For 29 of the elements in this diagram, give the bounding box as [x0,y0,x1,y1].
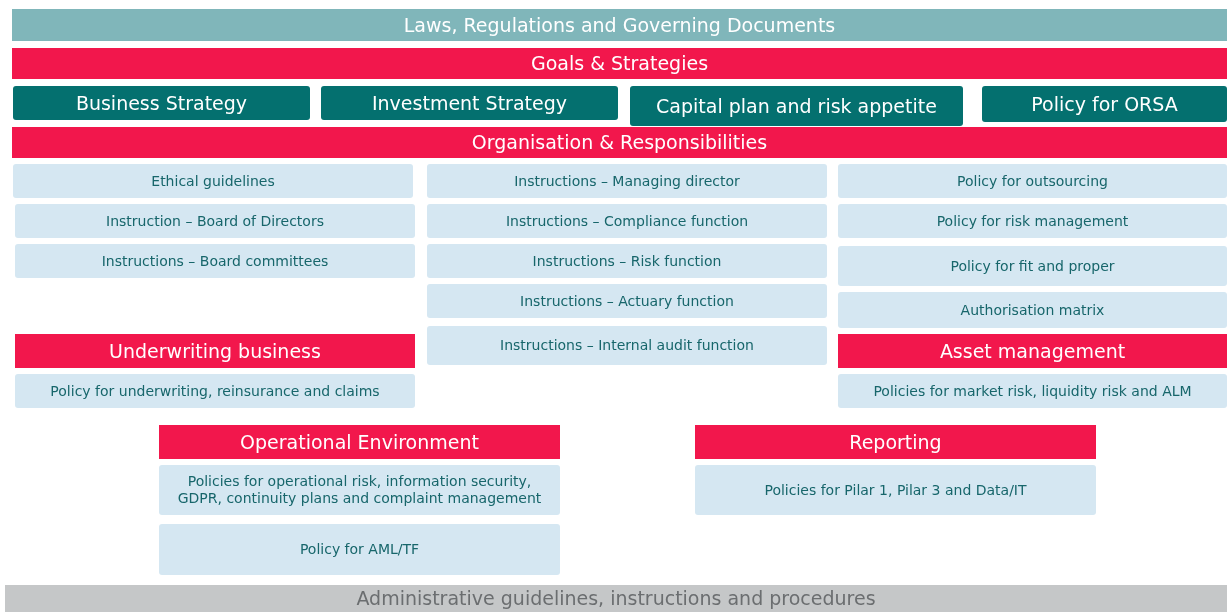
policy-box: Instructions – Internal audit function [427,326,827,365]
section-header: Asset management [838,334,1227,368]
policy-box: Instructions – Actuary function [427,284,827,318]
policy-box: Policy for risk management [838,204,1227,238]
policy-box: Instructions – Board committees [15,244,415,278]
policy-box: Authorisation matrix [838,292,1227,328]
policy-box: Instruction – Board of Directors [15,204,415,238]
policy-box: Ethical guidelines [13,164,413,198]
strategy-box: Capital plan and risk appetite [630,86,963,126]
policy-box: Policies for Pilar 1, Pilar 3 and Data/IT [695,465,1096,515]
policy-box: Instructions – Compliance function [427,204,827,238]
strategy-box: Policy for ORSA [982,86,1227,122]
strategy-box: Investment Strategy [321,86,618,120]
section-header: Reporting [695,425,1096,459]
policy-box: Policy for fit and proper [838,246,1227,286]
policy-box: Policies for operational risk, information security, GDPR, continuity plans and complaint management [159,465,560,515]
strategy-box: Business Strategy [13,86,310,120]
section-header: Goals & Strategies [12,48,1227,79]
policy-box: Policies for market risk, liquidity risk and ALM [838,374,1227,408]
policy-box: Instructions – Risk function [427,244,827,278]
procedures-band: Administrative guidelines, instructions and procedures [5,585,1227,612]
policy-box: Policy for AML/TF [159,524,560,575]
section-header: Organisation & Responsibilities [12,127,1227,158]
section-header: Operational Environment [159,425,560,459]
section-header: Underwriting business [15,334,415,368]
policy-box: Instructions – Managing director [427,164,827,198]
regulation-band: Laws, Regulations and Governing Documents [12,9,1227,41]
policy-box: Policy for outsourcing [838,164,1227,198]
policy-box: Policy for underwriting, reinsurance and claims [15,374,415,408]
